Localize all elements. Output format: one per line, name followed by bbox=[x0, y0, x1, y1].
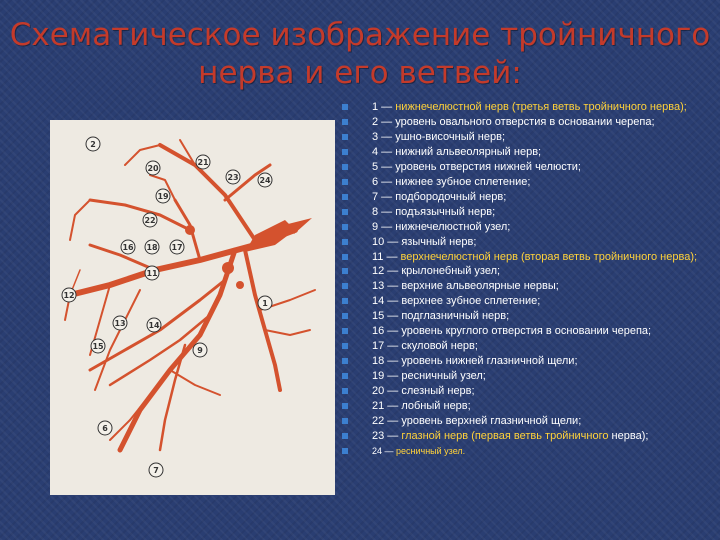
svg-text:13: 13 bbox=[114, 319, 125, 328]
bullet-icon bbox=[342, 133, 348, 140]
diagram-label-16: 16 bbox=[120, 239, 136, 255]
legend-item: 17 — скуловой нерв; bbox=[342, 340, 718, 352]
bullet-icon bbox=[342, 178, 348, 185]
svg-text:7: 7 bbox=[153, 466, 159, 475]
legend-item: 22 — уровень верхней глазничной щели; bbox=[342, 415, 718, 427]
legend-item: 19 — ресничный узел; bbox=[342, 370, 718, 382]
diagram-label-2: 2 bbox=[85, 136, 101, 152]
bullet-icon bbox=[342, 373, 348, 380]
diagram-label-13: 13 bbox=[112, 315, 128, 331]
legend-item: 7 — подбородочный нерв; bbox=[342, 191, 718, 203]
legend-item: 11 — верхнечелюстной нерв (вторая ветвь … bbox=[342, 251, 718, 263]
svg-text:24: 24 bbox=[259, 176, 271, 185]
bullet-icon bbox=[342, 298, 348, 305]
bullet-icon bbox=[342, 343, 348, 350]
legend-item: 20 — слезный нерв; bbox=[342, 385, 718, 397]
diagram-label-23: 23 bbox=[225, 169, 241, 185]
trigeminal-nerve-diagram: 2 20 21 23 24 19 22 16 18 17 11 1 12 13 … bbox=[50, 120, 335, 495]
legend-item: 4 — нижний альвеолярный нерв; bbox=[342, 146, 718, 158]
legend-item: 1 — нижнечелюстной нерв (третья ветвь тр… bbox=[342, 101, 718, 113]
bullet-icon bbox=[342, 403, 348, 410]
title-line-1: Схематическое изображение тройничного bbox=[9, 17, 711, 53]
svg-text:18: 18 bbox=[146, 243, 158, 252]
legend-item: 18 — уровень нижней глазничной щели; bbox=[342, 355, 718, 367]
legend-item: 23 — глазной нерв (первая ветвь тройничн… bbox=[342, 430, 718, 442]
bullet-icon bbox=[342, 223, 348, 230]
legend-item: 8 — подъязычный нерв; bbox=[342, 206, 718, 218]
legend-item: 5 — уровень отверстия нижней челюсти; bbox=[342, 161, 718, 173]
diagram-label-1: 1 bbox=[257, 295, 273, 311]
legend-list: 1 — нижнечелюстной нерв (третья ветвь тр… bbox=[342, 101, 718, 460]
svg-text:2: 2 bbox=[90, 140, 96, 149]
svg-text:21: 21 bbox=[197, 158, 209, 167]
bullet-icon bbox=[342, 253, 348, 260]
legend-item: 9 — нижнечелюстной узел; bbox=[342, 221, 718, 233]
bullet-icon bbox=[342, 148, 348, 155]
diagram-label-21: 21 bbox=[195, 154, 211, 170]
legend-item: 24 — ресничный узел. bbox=[342, 445, 718, 457]
legend-item: 2 — уровень овального отверстия в основа… bbox=[342, 116, 718, 128]
diagram-label-12: 12 bbox=[61, 287, 77, 303]
diagram-label-17: 17 bbox=[169, 239, 185, 255]
diagram-label-20: 20 bbox=[145, 160, 161, 176]
diagram-label-18: 18 bbox=[144, 239, 160, 255]
legend-item: 16 — уровень круглого отверстия в основа… bbox=[342, 325, 718, 337]
svg-text:22: 22 bbox=[144, 216, 155, 225]
title-line-2: нерва и его ветвей: bbox=[198, 55, 522, 91]
slide-title: Схематическое изображение тройничного не… bbox=[0, 16, 720, 92]
diagram-label-15: 15 bbox=[90, 338, 106, 354]
nerve-drawing: 2 20 21 23 24 19 22 16 18 17 11 1 12 13 … bbox=[61, 136, 316, 478]
svg-text:9: 9 bbox=[197, 346, 203, 355]
legend-item: 10 — язычный нерв; bbox=[342, 236, 718, 248]
legend-item: 21 — лобный нерв; bbox=[342, 400, 718, 412]
bullet-icon bbox=[342, 193, 348, 200]
bullet-icon bbox=[342, 238, 348, 245]
svg-text:16: 16 bbox=[122, 243, 134, 252]
legend-item: 3 — ушно-височный нерв; bbox=[342, 131, 718, 143]
bullet-icon bbox=[342, 358, 348, 365]
bullet-icon bbox=[342, 163, 348, 170]
diagram-label-19: 19 bbox=[155, 188, 171, 204]
bullet-icon bbox=[342, 418, 348, 425]
svg-text:17: 17 bbox=[171, 243, 182, 252]
bullet-icon bbox=[342, 104, 348, 110]
svg-text:12: 12 bbox=[63, 291, 74, 300]
legend-item: 12 — крылонебный узел; bbox=[342, 265, 718, 277]
bullet-icon bbox=[342, 118, 348, 125]
svg-text:11: 11 bbox=[146, 269, 158, 278]
diagram-label-14: 14 bbox=[146, 317, 162, 333]
bullet-icon bbox=[342, 328, 348, 335]
svg-text:19: 19 bbox=[157, 192, 169, 201]
diagram-label-6: 6 bbox=[97, 420, 113, 436]
legend-item: 14 — верхнее зубное сплетение; bbox=[342, 295, 718, 307]
diagram-label-9: 9 bbox=[192, 342, 208, 358]
svg-text:20: 20 bbox=[147, 164, 159, 173]
legend-item: 13 — верхние альвеолярные нервы; bbox=[342, 280, 718, 292]
bullet-icon bbox=[342, 268, 348, 275]
diagram-label-24: 24 bbox=[257, 172, 273, 188]
svg-text:6: 6 bbox=[102, 424, 108, 433]
bullet-icon bbox=[342, 283, 348, 290]
legend-item: 6 — нижнее зубное сплетение; bbox=[342, 176, 718, 188]
svg-text:15: 15 bbox=[92, 342, 104, 351]
bullet-icon bbox=[342, 313, 348, 320]
bullet-icon bbox=[342, 388, 348, 395]
diagram-label-22: 22 bbox=[142, 212, 158, 228]
bullet-icon bbox=[342, 208, 348, 215]
diagram-label-7: 7 bbox=[148, 462, 164, 478]
svg-text:14: 14 bbox=[148, 321, 160, 330]
legend-item: 15 — подглазничный нерв; bbox=[342, 310, 718, 322]
diagram-label-11: 11 bbox=[144, 265, 160, 281]
bullet-icon bbox=[342, 432, 348, 439]
svg-text:23: 23 bbox=[227, 173, 238, 182]
svg-text:1: 1 bbox=[262, 299, 268, 308]
bullet-icon bbox=[342, 447, 348, 454]
